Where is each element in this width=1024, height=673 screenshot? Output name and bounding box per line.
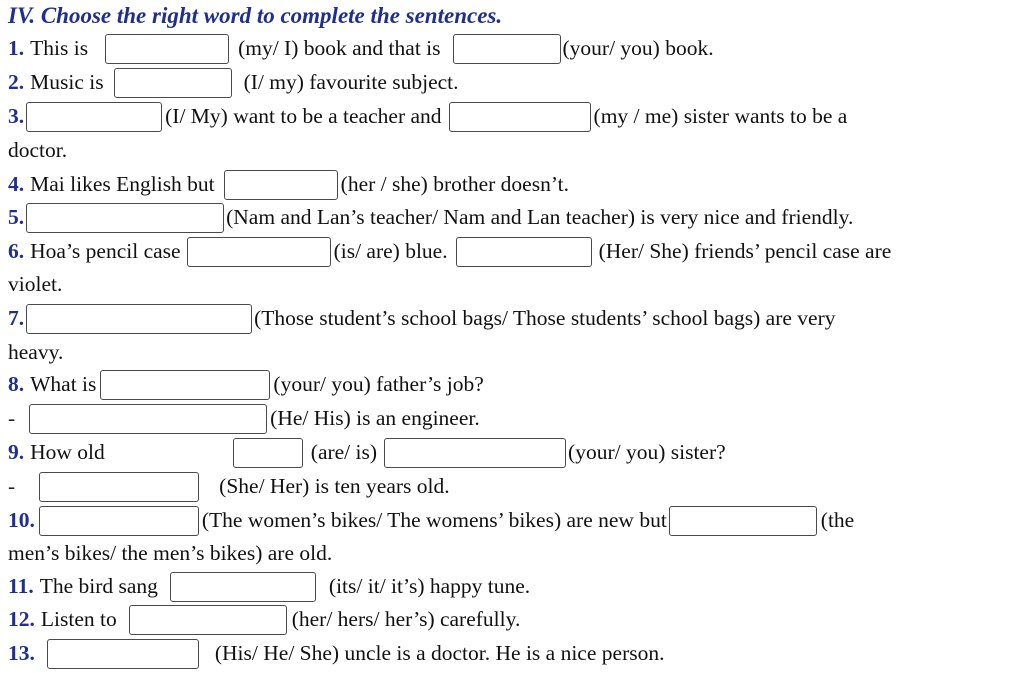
sentence-text: violet.	[8, 272, 63, 296]
sentence-2: 2. Music is (I/ my) favourite subject.	[8, 66, 459, 99]
sentence-text: (The women’s bikes/ The womens’ bikes) a…	[201, 508, 667, 532]
sentence-10-continued: men’s bikes/ the men’s bikes) are old.	[8, 537, 332, 570]
sentence-number: 1.	[8, 36, 25, 60]
sentence-text: What is	[30, 372, 97, 396]
sentence-text: (She/ Her) is ten years old.	[219, 474, 450, 498]
sentence-number: 4.	[8, 172, 25, 196]
answer-blank[interactable]	[29, 403, 268, 434]
sentence-6-continued: violet.	[8, 268, 62, 301]
sentence-8: 8. What is (your/ you) father’s job?	[8, 368, 484, 401]
answer-blank[interactable]	[26, 101, 163, 132]
answer-blank[interactable]	[105, 33, 230, 64]
sentence-text: (I/ my) favourite subject.	[243, 70, 459, 94]
sentence-text: (your/ you) sister?	[568, 440, 726, 464]
answer-blank[interactable]	[128, 604, 287, 635]
answer-blank[interactable]	[455, 236, 592, 267]
answer-blank[interactable]	[39, 471, 200, 502]
sentence-number: 7.	[8, 306, 25, 330]
sentence-text: (are/ is)	[310, 440, 378, 464]
answer-blank[interactable]	[38, 505, 199, 536]
sentence-text: (your/ you) book.	[562, 36, 714, 60]
sentence-text: How old	[30, 440, 105, 464]
sentence-text: doctor.	[8, 138, 68, 162]
sentence-number: 3.	[8, 104, 25, 128]
answer-blank[interactable]	[113, 67, 232, 98]
sentence-text: (her / she) brother doesn’t.	[340, 172, 569, 196]
sentence-text: (I/ My) want to be a teacher and	[165, 104, 442, 128]
answer-blank[interactable]	[26, 303, 253, 334]
sentence-number: 9.	[8, 440, 25, 464]
sentence-3-continued: doctor.	[8, 134, 67, 167]
answer-blank[interactable]	[384, 437, 567, 468]
sentence-number: 12.	[8, 607, 35, 631]
sentence-3: 3. (I/ My) want to be a teacher and (my …	[8, 100, 847, 133]
answer-blank[interactable]	[46, 638, 199, 669]
answer-8: - (He/ His) is an engineer.	[8, 402, 480, 435]
sentence-11: 11. The bird sang (its/ it/ it’s) happy …	[8, 570, 530, 603]
sentence-text: (my / me) sister wants to be a	[593, 104, 848, 128]
sentence-text: (is/ are) blue.	[333, 239, 448, 263]
answer-blank[interactable]	[100, 369, 271, 400]
sentence-5: 5. (Nam and Lan’s teacher/ Nam and Lan t…	[8, 201, 853, 234]
sentence-10: 10. (The women’s bikes/ The womens’ bike…	[8, 504, 854, 537]
sentence-text: (its/ it/ it’s) happy tune.	[328, 574, 531, 598]
sentence-13: 13. (His/ He/ She) uncle is a doctor. He…	[8, 637, 664, 670]
sentence-number: 13.	[8, 641, 35, 665]
sentence-text: (her/ hers/ her’s) carefully.	[291, 607, 521, 631]
sentence-number: 8.	[8, 372, 25, 396]
answer-blank[interactable]	[452, 33, 561, 64]
sentence-text: (my/ I) book and that is	[238, 36, 441, 60]
sentence-text: (Nam and Lan’s teacher/ Nam and Lan teac…	[226, 205, 854, 229]
sentence-text: (He/ His) is an engineer.	[270, 406, 480, 430]
sentence-1: 1. This is (my/ I) book and that is (you…	[8, 32, 714, 65]
sentence-text: Music is	[30, 70, 104, 94]
sentence-number: 2.	[8, 70, 25, 94]
sentence-number: 5.	[8, 205, 25, 229]
answer-blank[interactable]	[232, 437, 303, 468]
answer-dash: -	[8, 406, 16, 430]
sentence-text: This is	[30, 36, 89, 60]
sentence-text: (Those student’s school bags/ Those stud…	[254, 306, 836, 330]
sentence-number: 6.	[8, 239, 25, 263]
answer-dash: -	[8, 474, 16, 498]
sentence-text: The bird sang	[39, 574, 158, 598]
answer-blank[interactable]	[668, 505, 817, 536]
sentence-text: men’s bikes/ the men’s bikes) are old.	[8, 541, 333, 565]
sentence-4: 4. Mai likes English but (her / she) bro…	[8, 168, 569, 201]
sentence-text: Hoa’s pencil case	[30, 239, 181, 263]
sentence-number: 10.	[8, 508, 35, 532]
sentence-text: (the	[820, 508, 855, 532]
exercise-title: IV. Choose the right word to complete th…	[8, 3, 503, 28]
answer-blank[interactable]	[223, 169, 338, 200]
answer-blank[interactable]	[186, 236, 331, 267]
sentence-text: Listen to	[40, 607, 117, 631]
sentence-text: (your/ you) father’s job?	[273, 372, 484, 396]
sentence-9: 9. How old (are/ is) (your/ you) sister?	[8, 436, 726, 469]
sentence-text: (His/ He/ She) uncle is a doctor. He is …	[214, 641, 665, 665]
sentence-text: (Her/ She) friends’ pencil case are	[598, 239, 892, 263]
sentence-7-continued: heavy.	[8, 336, 63, 369]
sentence-12: 12. Listen to (her/ hers/ her’s) careful…	[8, 603, 520, 636]
sentence-text: Mai likes English but	[30, 172, 215, 196]
answer-9: - (She/ Her) is ten years old.	[8, 470, 450, 503]
answer-blank[interactable]	[169, 571, 316, 602]
sentence-6: 6. Hoa’s pencil case (is/ are) blue. (He…	[8, 235, 891, 268]
answer-blank[interactable]	[26, 202, 225, 233]
sentence-number: 11.	[8, 574, 34, 598]
sentence-7: 7. (Those student’s school bags/ Those s…	[8, 302, 836, 335]
answer-blank[interactable]	[448, 101, 591, 132]
sentence-text: heavy.	[8, 340, 64, 364]
